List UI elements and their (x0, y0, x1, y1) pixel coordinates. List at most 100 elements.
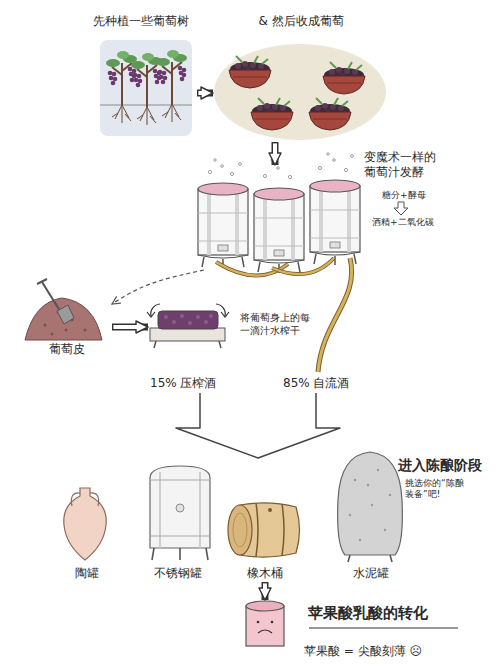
press-drawing-part-part (188, 321, 192, 325)
hollow-arrow-fill (273, 143, 277, 154)
steel-tank-drawing-part (176, 504, 184, 512)
press-drawing-part (164, 314, 213, 325)
stage-heading: 进入陈酿阶段 (398, 457, 498, 475)
harvest-node: & 然后收成葡萄 (213, 10, 389, 142)
hollow-arrow-fill (263, 583, 267, 589)
node-note: 糖分+酵母 (382, 190, 426, 201)
press-drawing (147, 304, 229, 348)
grape-skins-node: 葡萄皮 (22, 282, 112, 360)
fermentation-drawing-part (318, 258, 352, 372)
fermentation-node: 变魔术一样的葡萄汁发酵糖分+酵母酒精+二氧化碳 (192, 165, 444, 270)
node-heading: 橡木桶 (225, 566, 305, 581)
fermentation-drawing-part (272, 258, 334, 274)
concrete-egg-drawing-part (348, 555, 392, 562)
press-drawing-part (216, 304, 225, 316)
vineyard-drawing-part (156, 50, 187, 122)
node-heading: & 然后收成葡萄 (223, 14, 379, 29)
skins-drawing (25, 279, 102, 340)
hollow-arrow (197, 90, 213, 97)
amphora-drawing-part (71, 493, 98, 506)
press-drawing-part (158, 311, 218, 329)
harvest-drawing-part (214, 44, 386, 140)
skins-drawing-part (37, 279, 47, 284)
node-heading: 水泥罐 (335, 566, 407, 581)
fermentation-drawing-part-part (327, 153, 329, 155)
press-drawing-part-part (196, 315, 200, 319)
hollow-arrow (112, 324, 148, 331)
fermentation-drawing-part-part (271, 159, 273, 161)
concrete-egg-drawing-part-part (349, 514, 351, 516)
node-note: 苹果酸 = 尖酸刻薄 ☹ (304, 644, 480, 659)
fermentation-drawing-part-part (318, 166, 321, 169)
fermentation-drawing-part (318, 258, 352, 372)
node-heading: 变魔术一样的葡萄汁发酵 (364, 150, 440, 180)
amphora-drawing-part (64, 488, 106, 560)
skins-drawing-part-part (84, 329, 87, 332)
press-node: 将葡萄身上的每一滴汁水榨干 (148, 302, 330, 352)
press-drawing-part (147, 312, 155, 317)
vineyard-node: 先种植一些葡萄树 (85, 10, 197, 140)
press-drawing-part-part (180, 314, 184, 318)
steel-tank-drawing-part (150, 480, 210, 536)
concrete-egg-drawing-part (349, 469, 391, 541)
fermentation-drawing-part (272, 258, 334, 274)
steel-tank-drawing-part (152, 548, 208, 560)
concrete-egg-drawing-part-part (359, 539, 361, 541)
connector-group (112, 270, 204, 304)
concrete-egg-drawing-part-part (384, 529, 386, 531)
node-heading: 苹果酸乳酸的转化 (308, 604, 478, 623)
press-drawing-part-part (172, 320, 176, 324)
amphora-node: 陶罐 (62, 482, 112, 582)
harvest-drawing-part (251, 98, 293, 130)
barrel-drawing (228, 503, 300, 557)
fermentation-drawing (198, 153, 408, 372)
vineyard-drawing-part (106, 51, 137, 123)
barrel-drawing-part (256, 503, 284, 557)
fermentation-drawing-part (254, 188, 304, 273)
concrete-egg-drawing-part-part (377, 469, 379, 471)
harvest-drawing-part (323, 62, 365, 94)
hollow-arrow (272, 142, 279, 165)
fermentation-drawing-part-part (221, 165, 224, 168)
malolactic-drawing-part (246, 606, 284, 646)
fermentation-drawing-part-part (333, 159, 336, 162)
press-drawing-part-part (209, 314, 213, 318)
harvest-drawing (214, 44, 386, 140)
concrete-egg-drawing-part (338, 452, 403, 555)
barrel-drawing-part (268, 508, 272, 512)
fermentation-drawing-part (310, 180, 360, 265)
fermentation-drawing-part-part (277, 167, 280, 170)
yield-label: 85% 自流酒 (283, 376, 373, 391)
hollow-arrow (262, 582, 269, 600)
press-drawing-part (150, 328, 225, 341)
fermentation-drawing-part (394, 202, 408, 215)
node-heading: 葡萄皮 (27, 342, 107, 357)
press-drawing-part (151, 304, 160, 316)
fermentation-drawing-part-part (214, 159, 216, 161)
fermentation-drawing-part-part (344, 168, 347, 171)
hollow-arrow-fill (113, 325, 137, 329)
fermentation-drawing-part-part (230, 172, 233, 175)
connector-group (275, 142, 276, 165)
merge-bracket-arrow (176, 393, 340, 458)
malolactic-drawing-part (258, 630, 272, 633)
connector-group (197, 93, 213, 94)
skins-drawing-part (25, 298, 102, 340)
oak-barrel-node: 橡木桶 (225, 495, 305, 582)
yield-label: 15% 压榨酒 (150, 376, 240, 391)
skins-drawing-part (42, 282, 62, 314)
concrete-tank-node: 水泥罐 (335, 450, 407, 582)
fermentation-drawing-part-part (263, 174, 266, 177)
fermentation-drawing-part (198, 183, 248, 268)
vineyard-drawing (100, 40, 192, 136)
concrete-egg-drawing-part-part (367, 484, 369, 486)
press-drawing-part (154, 341, 221, 348)
malolactic-drawing-part (257, 621, 260, 624)
node-note: 酒精+二氧化碳 (372, 217, 434, 228)
fermentation-drawing-part (208, 153, 353, 179)
skins-drawing-part-part (65, 329, 68, 332)
skins-drawing-part-part (51, 333, 54, 336)
steel-tank-drawing-part (150, 466, 210, 548)
connector-group (112, 327, 148, 328)
malolactic-drawing-part (271, 621, 274, 624)
